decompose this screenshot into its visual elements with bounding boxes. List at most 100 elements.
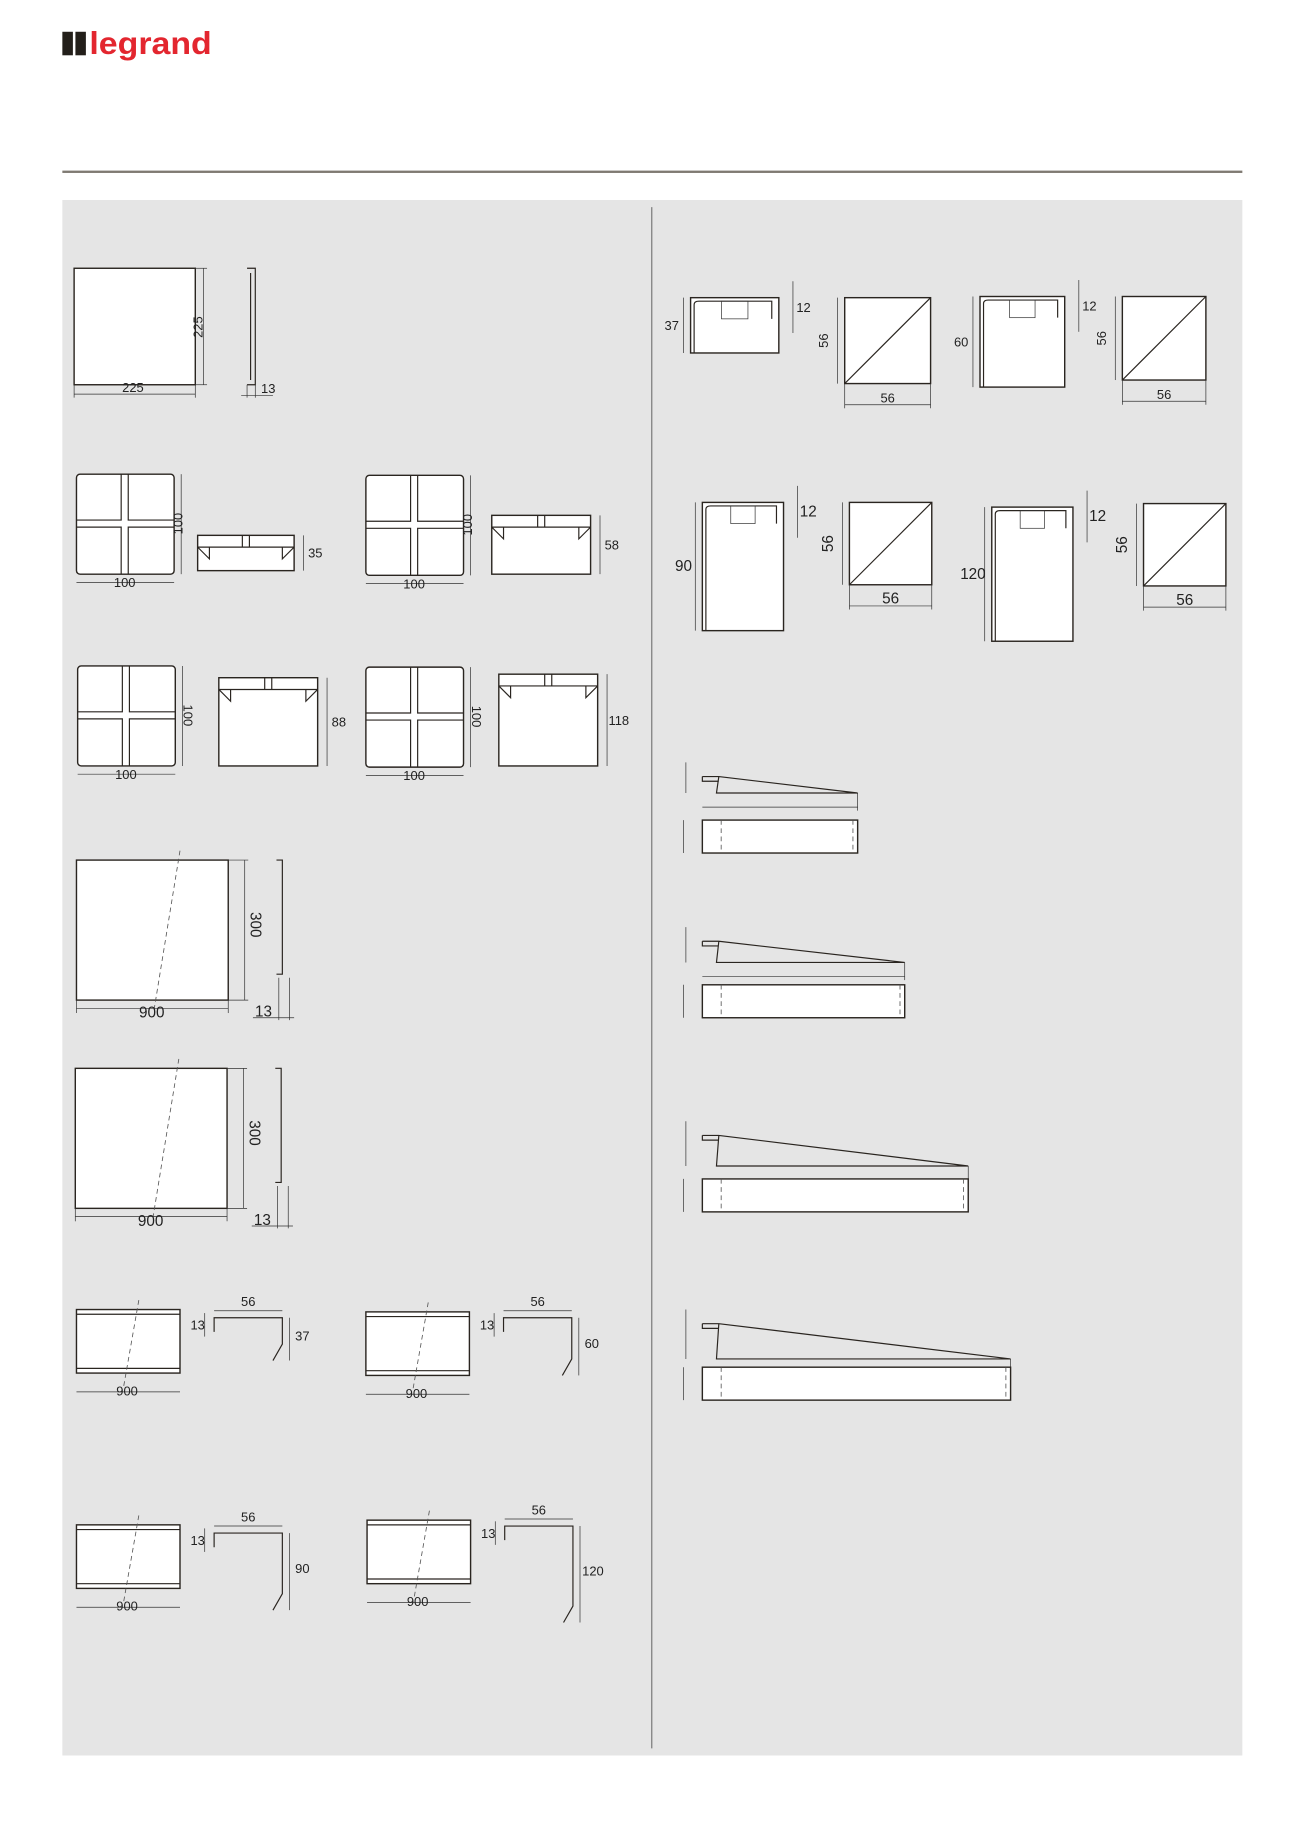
logo-mark-right — [75, 31, 86, 56]
dimension-label: 13 — [190, 1533, 204, 1548]
profile-face — [366, 1519, 472, 1585]
end-cap-slot — [1009, 299, 1036, 319]
break-line — [152, 1058, 180, 1218]
header-rule — [62, 170, 1243, 173]
legrand-logo: legrand — [62, 25, 212, 61]
break-line — [153, 850, 181, 1010]
cross-groove — [365, 475, 464, 576]
tile-face — [365, 666, 465, 768]
tile-face — [73, 267, 196, 386]
ramp-side — [701, 940, 905, 964]
dimension-label: 300 — [247, 912, 264, 938]
dimension-label: 900 — [407, 1594, 429, 1609]
profile-section — [213, 1317, 283, 1361]
panel-face — [74, 1067, 228, 1210]
dimension-label: 118 — [609, 713, 630, 728]
dimension-label: 225 — [190, 316, 205, 338]
break-line — [123, 1515, 140, 1603]
profile-face — [75, 1524, 181, 1590]
end-cap-fold — [705, 505, 778, 631]
end-cap-drawing: 60 12 56 56 — [954, 280, 1207, 405]
dimension-label: 58 — [605, 537, 619, 552]
end-cap-front — [979, 295, 1066, 388]
ramp-drawing — [683, 1309, 1012, 1401]
end-cap-slot — [721, 300, 749, 320]
profile-face — [365, 1311, 471, 1377]
ramp-side — [701, 1134, 969, 1167]
ramp-side — [701, 775, 858, 794]
dimension-label: 900 — [139, 1005, 164, 1022]
dimension-label: 100 — [114, 575, 136, 590]
dimension-label: 13 — [481, 1526, 495, 1541]
dimension-label: 100 — [115, 767, 137, 782]
break-line — [123, 1300, 140, 1388]
dimension-label: 120 — [582, 1563, 604, 1578]
dimension-label: 100 — [460, 514, 475, 536]
dimension-label: 900 — [116, 1383, 138, 1398]
tile-100-drawing: 100 100 118 — [365, 666, 630, 783]
logo-mark-gap — [72, 29, 76, 58]
cross-groove — [77, 665, 176, 766]
dimension-label: 56 — [241, 1509, 255, 1524]
dimension-label: 88 — [332, 715, 346, 730]
dimension-label: 100 — [403, 768, 425, 783]
dimension-label: 37 — [665, 318, 679, 333]
dimension-label: 56 — [241, 1294, 255, 1309]
dimension-label: 13 — [255, 1004, 272, 1021]
ramp-side — [701, 1323, 1011, 1360]
dimension-label: 56 — [1176, 592, 1193, 609]
dimension-label: 12 — [800, 504, 817, 521]
dimension-line — [848, 501, 933, 586]
cross-groove — [365, 667, 464, 768]
cross-groove — [76, 474, 175, 575]
dimension-label: 13 — [261, 381, 275, 396]
profile-section — [213, 1532, 283, 1611]
dimension-label: 56 — [1157, 387, 1171, 402]
dimension-label: 56 — [1094, 331, 1109, 345]
dimension-label: 56 — [882, 591, 899, 608]
end-cap-slot — [1019, 510, 1045, 529]
dimension-label: 56 — [880, 390, 894, 405]
end-cap-front — [689, 296, 780, 354]
logo-wordmark: legrand — [89, 25, 211, 61]
ramp-drawing — [683, 927, 906, 1019]
tile-side — [218, 677, 319, 767]
dimension-label: 300 — [245, 1120, 262, 1146]
ramp-top — [701, 1366, 1012, 1401]
dimension-label: 37 — [295, 1328, 309, 1343]
profile-face — [75, 1308, 181, 1374]
dimension-label: 56 — [530, 1294, 544, 1309]
ramp-top — [701, 819, 859, 854]
break-line — [412, 1302, 429, 1390]
tile-side-detail — [197, 535, 295, 561]
dimension-line — [1121, 296, 1207, 381]
ramp-drawing — [683, 762, 859, 854]
tile-side — [498, 673, 599, 767]
ramp-top — [701, 1178, 969, 1213]
dimension-label: 60 — [954, 335, 968, 350]
tile-face — [75, 473, 175, 575]
dimension-label: 900 — [138, 1213, 163, 1230]
dimension-label: 13 — [480, 1318, 494, 1333]
dimension-label: 35 — [308, 546, 322, 561]
dimension-label: 100 — [469, 706, 484, 728]
dimension-label: 56 — [820, 535, 837, 552]
tile-side — [491, 514, 592, 575]
tile-side-detail — [491, 515, 592, 541]
dimension-label: 12 — [1082, 299, 1096, 314]
profile-section — [502, 1317, 573, 1376]
dimension-label: 56 — [816, 333, 831, 347]
logo-mark-left — [62, 31, 73, 56]
dimension-line — [844, 297, 932, 384]
